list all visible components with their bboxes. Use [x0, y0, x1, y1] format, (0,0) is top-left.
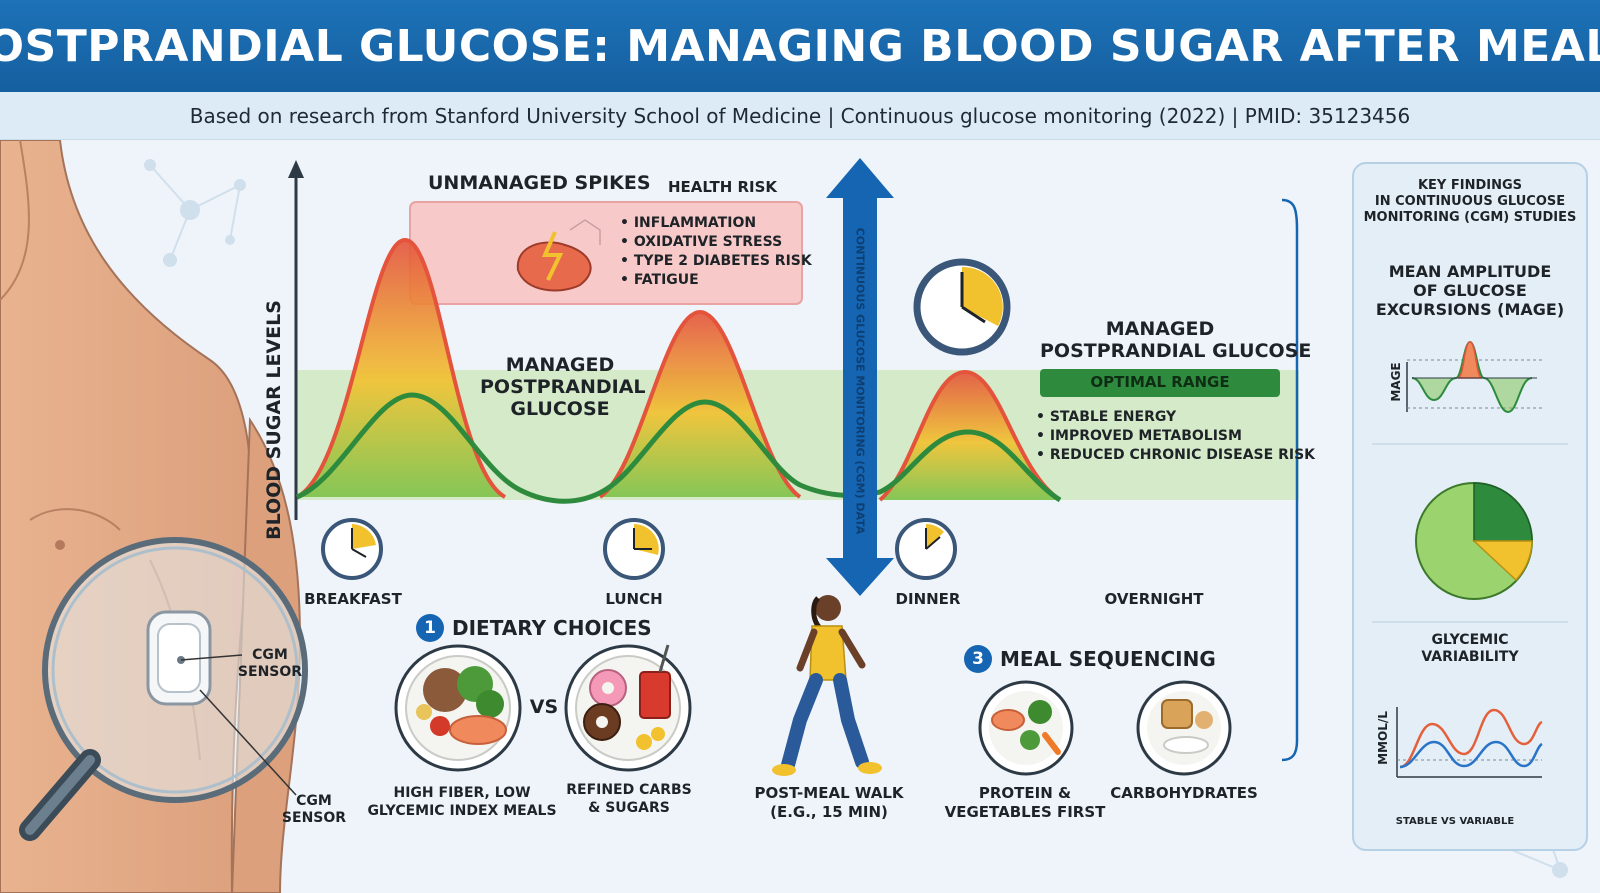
- spike-breakfast: [297, 240, 505, 497]
- diagram-canvas: [0, 140, 1568, 893]
- breakfast-clock-icon: [321, 518, 383, 580]
- optimal-range-pill: [1040, 369, 1280, 397]
- vs-label: VS: [529, 696, 559, 718]
- mage-mini-chart: [1406, 340, 1542, 414]
- optimal-range-label: OPTIMAL RANGE: [1090, 373, 1230, 391]
- stable-vs-variable-label: STABLE VS VARIABLE: [1395, 816, 1515, 827]
- key-findings-panel: [1352, 162, 1588, 851]
- protein-veg-plate-icon: [978, 680, 1074, 776]
- cgm-sensor-icon: [146, 610, 297, 796]
- side-panel-graphics: [1372, 340, 1568, 778]
- clock-icon: [913, 258, 1011, 356]
- y-axis-label: BLOOD SUGAR LEVELS: [263, 300, 285, 540]
- benefits-list: STABLE ENERGY IMPROVED METABOLISM REDUCE…: [1036, 408, 1315, 465]
- list-item: INFLAMMATION: [620, 214, 812, 233]
- variability-pie-chart: [1415, 482, 1533, 600]
- list-item: FATIGUE: [620, 271, 812, 290]
- page-title: POSTPRANDIAL GLUCOSE: MANAGING BLOOD SUG…: [0, 20, 1600, 72]
- walking-person-icon: [772, 595, 882, 776]
- meal-time-overnight: OVERNIGHT: [1104, 590, 1204, 608]
- cgm-data-arrow: [826, 158, 894, 596]
- cgm-arrow-label: CONTINUOUS GLUCOSE MONITORING (CGM) DATA: [853, 227, 867, 535]
- list-item: REDUCED CHRONIC DISEASE RISK: [1036, 446, 1315, 465]
- list-item: IMPROVED METABOLISM: [1036, 427, 1315, 446]
- post-meal-walk-label: POST-MEAL WALK(E.G., 15 MIN): [754, 784, 904, 821]
- variability-line-chart: [1396, 707, 1543, 778]
- y-axis-arrow: [288, 160, 304, 178]
- page-subtitle: Based on research from Stanford Universi…: [189, 103, 1411, 128]
- meal-time-dinner: DINNER: [895, 590, 961, 608]
- healthy-plate-icon: [394, 644, 522, 772]
- managed-glucose-label: MANAGED POSTPRANDIAL GLUCOSE: [480, 354, 646, 420]
- title-bar: POSTPRANDIAL GLUCOSE: MANAGING BLOOD SUG…: [0, 0, 1600, 92]
- lunch-clock-icon: [603, 518, 665, 580]
- list-item: STABLE ENERGY: [1036, 408, 1315, 427]
- meal-time-lunch: LUNCH: [605, 590, 663, 608]
- spike-dinner: [880, 372, 1060, 500]
- bracket: [1281, 198, 1299, 762]
- subtitle-bar: Based on research from Stanford Universi…: [0, 92, 1600, 140]
- health-risk-label: HEALTH RISK: [668, 178, 778, 196]
- managed-glucose-line: [295, 392, 1062, 504]
- unmanaged-spikes-label: UNMANAGED SPIKES: [428, 172, 651, 194]
- dietary-choices-heading: 1 DIETARY CHOICES: [416, 614, 652, 642]
- meal-sequencing-heading: 3 MEAL SEQUENCING: [964, 645, 1216, 673]
- pancreas-icon: [516, 219, 601, 292]
- health-risk-list: INFLAMMATION OXIDATIVE STRESS TYPE 2 DIA…: [620, 214, 812, 290]
- list-item: TYPE 2 DIABETES RISK: [620, 252, 812, 271]
- refined-carbs-label: REFINED CARBS& SUGARS: [566, 782, 692, 816]
- junk-food-plate-icon: [564, 644, 692, 772]
- carbohydrates-plate-icon: [1136, 680, 1232, 776]
- carbohydrates-label: CARBOHYDRATES: [1110, 784, 1258, 802]
- meal-time-breakfast: BREAKFAST: [304, 590, 402, 608]
- managed-glucose-right-label: MANAGED POSTPRANDIAL GLUCOSE: [1040, 318, 1312, 362]
- step-number-badge: 3: [964, 645, 992, 673]
- dinner-clock-icon: [895, 518, 957, 580]
- protein-vegetables-label: PROTEIN &VEGETABLES FIRST: [944, 784, 1106, 821]
- step-number-badge: 1: [416, 614, 444, 642]
- list-item: OXIDATIVE STRESS: [620, 233, 812, 252]
